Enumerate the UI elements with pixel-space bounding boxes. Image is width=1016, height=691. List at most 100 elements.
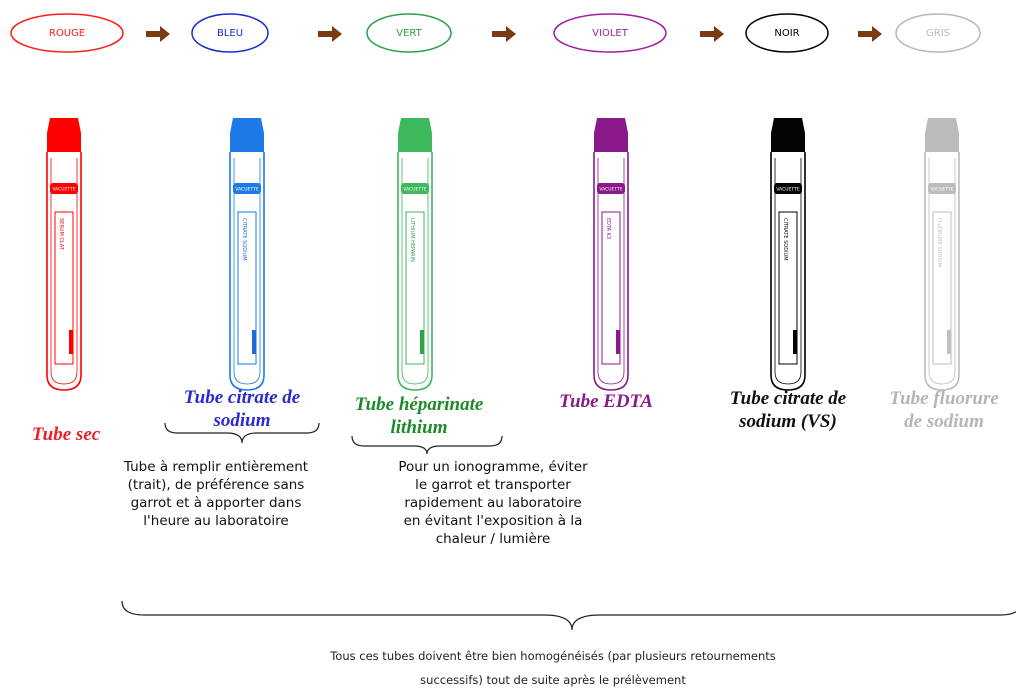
tube-name-line: lithium xyxy=(390,417,447,438)
sequence-oval xyxy=(745,13,829,53)
sequence-label: ROUGE xyxy=(49,28,85,39)
note-line: l'heure au laboratoire xyxy=(143,513,288,529)
sequence-oval xyxy=(553,13,667,53)
tube-inner-outline xyxy=(50,158,78,385)
tube-cap xyxy=(230,118,264,152)
tube-band xyxy=(774,183,802,194)
brace-heparinate xyxy=(351,435,503,455)
sequence-oval xyxy=(191,13,269,53)
tube-side-label: CITRATE SODIUM xyxy=(782,218,788,261)
note-block: Pour un ionogramme, éviter le garrot et t… xyxy=(398,459,588,547)
tube-cap xyxy=(771,118,805,152)
sequence-item-gris: GRIS xyxy=(895,13,981,53)
sequence-item-bleu: BLEU xyxy=(191,13,269,53)
tube-cap xyxy=(47,118,81,152)
right-arrow-icon xyxy=(492,26,516,42)
sequence-oval xyxy=(895,13,981,53)
tube-band-label: VACUETTE xyxy=(776,187,799,193)
sequence-label: GRIS xyxy=(926,28,950,39)
tube-fill-mark xyxy=(616,330,620,354)
instruction-notes: Tube à remplir entièrement (trait), de pr… xyxy=(123,459,588,547)
tube-name-line: Tube citrate de xyxy=(730,388,847,409)
note-line: (trait), de préférence sans xyxy=(128,477,305,493)
tube-inner-outline xyxy=(401,158,429,385)
tube-side-label: CITRATE SODIUM xyxy=(241,218,247,261)
tube-band-label: VACUETTE xyxy=(235,187,258,193)
tube-label-window xyxy=(237,211,257,365)
tube-inner-outline xyxy=(774,158,802,385)
tube-fill-mark xyxy=(420,330,424,354)
tube-cap xyxy=(594,118,628,152)
brace-citrate xyxy=(164,422,320,444)
tube-inner-outline xyxy=(233,158,261,385)
tube-name: Tube sec xyxy=(32,424,101,445)
braces xyxy=(121,422,1016,631)
tube-band-label: VACUETTE xyxy=(930,187,953,193)
sequence-label: BLEU xyxy=(217,28,243,39)
tube-fill-mark xyxy=(69,330,73,354)
brace-all-tubes xyxy=(121,600,1016,631)
right-arrow-icon xyxy=(318,26,342,42)
tube: VACUETTE FLUORURE SODIUM xyxy=(924,118,960,391)
sequence-label: VERT xyxy=(396,28,422,39)
tube-name-line: Tube EDTA xyxy=(559,391,653,412)
tube-band xyxy=(50,183,78,194)
footer-line: successifs) tout de suite après le prélè… xyxy=(420,673,686,687)
tube-name-line: sodium xyxy=(212,410,270,431)
tube-fill-mark xyxy=(947,330,951,354)
tube-cap xyxy=(398,118,432,152)
tube-name-line: sodium (VS) xyxy=(738,411,837,432)
tube-band xyxy=(233,183,261,194)
sequence-item-violet: VIOLET xyxy=(553,13,667,53)
tube: VACUETTE CITRATE SODIUM xyxy=(229,118,265,391)
tube: VACUETTE CITRATE SODIUM xyxy=(770,118,806,391)
footer-instruction: Tous ces tubes doivent être bien homogén… xyxy=(329,649,776,687)
sequence-item-noir: NOIR xyxy=(745,13,829,53)
tube-label-window xyxy=(601,211,621,365)
sequence-item-rouge: ROUGE xyxy=(10,13,124,53)
note-block: Tube à remplir entièrement (trait), de pr… xyxy=(123,459,308,529)
right-arrow-icon xyxy=(146,26,170,42)
right-arrow-icon xyxy=(858,26,882,42)
note-line: Pour un ionogramme, éviter xyxy=(398,459,588,475)
note-line: chaleur / lumière xyxy=(436,531,551,547)
tube-name: Tube EDTA xyxy=(559,391,653,412)
tube-band xyxy=(401,183,429,194)
sequence-arrows xyxy=(146,26,882,42)
tube-label-window xyxy=(932,211,952,365)
tube-side-label: FLUORURE SODIUM xyxy=(936,218,942,267)
note-line: en évitant l'exposition à la xyxy=(404,513,583,529)
footer-line: Tous ces tubes doivent être bien homogén… xyxy=(329,649,776,663)
tube-side-label: SERUM CLAT xyxy=(58,218,64,251)
sequence-oval xyxy=(366,13,452,53)
collection-order-sequence: ROUGE BLEU VERT VIOLET NOIR GRIS xyxy=(10,13,981,53)
tube-inner-outline xyxy=(928,158,956,385)
tube-band-label: VACUETTE xyxy=(403,187,426,193)
right-arrow-icon xyxy=(700,26,724,42)
sequence-oval xyxy=(10,13,124,53)
tube-inner-outline xyxy=(597,158,625,385)
note-line: Tube à remplir entièrement xyxy=(123,459,308,475)
tube-name-line: Tube sec xyxy=(32,424,101,445)
tube-name-line: Tube citrate de xyxy=(184,387,301,408)
note-line: le garrot et transporter xyxy=(415,477,571,493)
sequence-item-vert: VERT xyxy=(366,13,452,53)
tube-side-label: EDTA K3 xyxy=(605,218,611,239)
tube-band xyxy=(597,183,625,194)
note-line: rapidement au laboratoire xyxy=(404,495,581,511)
sequence-label: VIOLET xyxy=(592,28,629,39)
tube-fill-mark xyxy=(252,330,256,354)
tube-name-line: de sodium xyxy=(904,411,984,432)
tube-band xyxy=(928,183,956,194)
sequence-label: NOIR xyxy=(774,28,799,39)
